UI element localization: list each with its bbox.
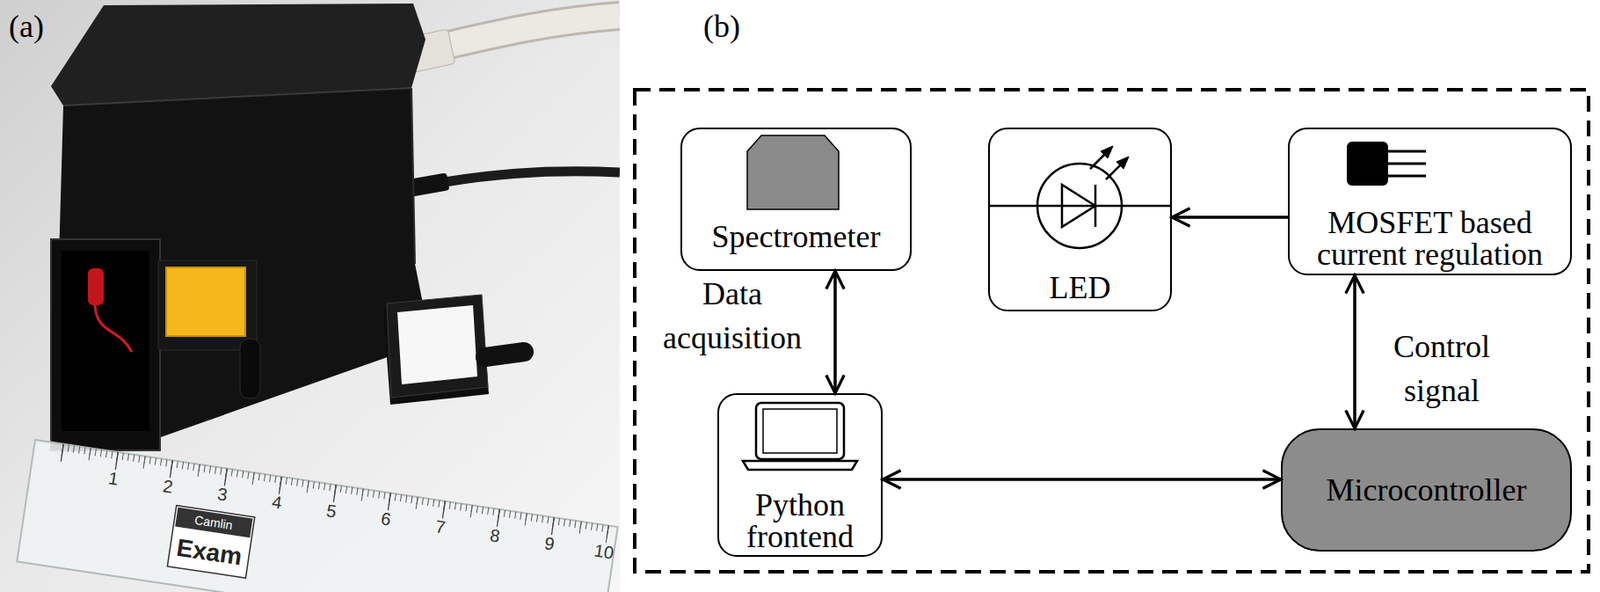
frontend-box: Python frontend — [717, 392, 883, 557]
node-text: LED — [1044, 271, 1117, 305]
enclosure-edge — [63, 87, 412, 106]
laptop-icon — [742, 402, 858, 470]
lamp-compartment-inner — [61, 250, 150, 431]
holder-knob — [240, 338, 261, 399]
lamp-compartment — [50, 239, 160, 451]
power-cable — [420, 171, 620, 187]
mosfet-symbol — [1346, 141, 1426, 186]
microcontroller-box: Microcontroller — [1280, 428, 1572, 552]
regulator-box: MOSFET based current regulation — [1287, 127, 1572, 276]
edge-label: Data acquisition — [648, 272, 816, 360]
enclosure-front — [54, 87, 424, 451]
ruler-number: 10 — [593, 541, 616, 562]
device-photo — [0, 0, 620, 592]
panel-label: (b) — [703, 10, 741, 43]
brand-name: Camlin — [194, 513, 234, 531]
ruler-body — [16, 439, 618, 592]
ruler-number: 7 — [434, 517, 447, 537]
node-text: Python frontend — [719, 488, 881, 553]
led-component — [87, 268, 104, 306]
bidirectional-arrow — [1352, 275, 1357, 429]
ruler-number: 1 — [107, 468, 120, 488]
led-wire — [94, 305, 132, 352]
ruler-ticks — [61, 452, 608, 535]
ruler-number: 9 — [543, 533, 556, 553]
white-sample — [397, 305, 478, 385]
sample-holder — [158, 260, 257, 350]
ruler-number: 4 — [270, 493, 284, 512]
ruler-number: 3 — [216, 484, 229, 503]
spare-holder-knob — [485, 351, 524, 357]
enclosure-edge — [411, 87, 415, 264]
system-boundary — [634, 89, 1589, 572]
ruler-number: 8 — [488, 525, 502, 545]
edge-label: Control signal — [1367, 325, 1517, 413]
node-text: Spectrometer — [706, 220, 887, 254]
brand-name: Exam — [174, 534, 244, 569]
ruler-number: 5 — [325, 501, 338, 520]
ruler-number: 2 — [161, 476, 175, 495]
power-plug — [408, 172, 451, 197]
ruler-number: 6 — [379, 509, 393, 528]
ruler — [16, 439, 618, 592]
led-symbol — [988, 145, 1172, 248]
spectrometer-box: Spectrometer — [680, 127, 912, 271]
led-box: LED — [988, 127, 1172, 312]
node-text: Microcontroller — [1321, 473, 1533, 507]
node-text: MOSFET based current regulation — [1289, 206, 1571, 271]
enclosure-top — [50, 3, 426, 106]
panel-label: (a) — [8, 10, 44, 43]
yellow-sample — [166, 267, 246, 336]
brand-label — [167, 505, 255, 579]
arrow — [1171, 215, 1288, 219]
bidirectional-arrow — [833, 270, 837, 393]
spectrometer-icon — [747, 135, 839, 210]
brand-band — [174, 507, 253, 538]
spare-holder — [386, 294, 488, 398]
bidirectional-arrow — [882, 477, 1281, 481]
